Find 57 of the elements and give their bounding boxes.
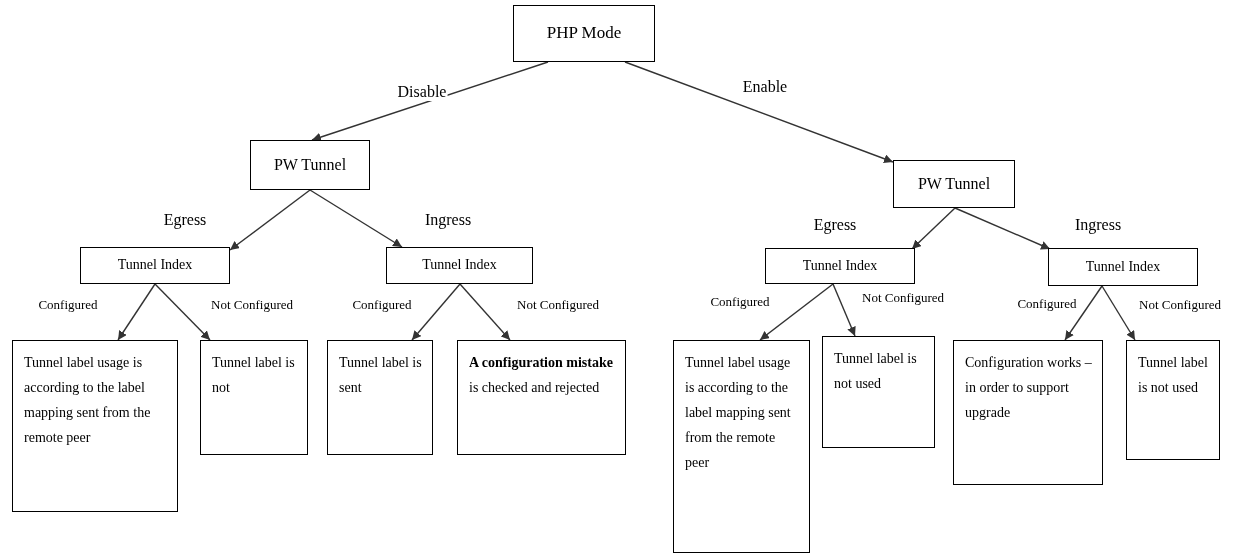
edge-label: Configured <box>37 297 99 313</box>
arrow <box>117 283 156 341</box>
arrow <box>1101 285 1136 341</box>
decision-box <box>1048 248 1198 286</box>
outcome-box <box>822 336 935 448</box>
edge-label: Not Configured <box>861 290 945 306</box>
outcome-box <box>457 340 626 455</box>
node-text: Tunnel Index <box>117 257 193 274</box>
edge-label: Ingress <box>1073 216 1123 234</box>
node-text: PW Tunnel <box>273 155 347 175</box>
edge-label: Not Configured <box>516 297 600 313</box>
arrow <box>229 189 311 251</box>
edge-label: Configured <box>1016 296 1078 312</box>
node-text: Tunnel Index <box>422 257 497 274</box>
arrow <box>154 283 211 341</box>
edge-label: Configured <box>709 294 771 310</box>
edge-label: Egress <box>162 211 208 229</box>
decision-box <box>80 247 230 284</box>
node-text: Tunnel Index <box>802 257 878 275</box>
edge-label: Egress <box>812 216 858 234</box>
arrow <box>759 283 834 341</box>
arrow <box>459 283 511 341</box>
decision-box <box>386 247 533 284</box>
arrow <box>954 207 1051 250</box>
arrow <box>1064 285 1103 341</box>
decision-box <box>893 160 1015 208</box>
node-text: Tunnel label is not <box>212 354 296 397</box>
arrow <box>309 189 403 248</box>
arrow <box>311 61 549 142</box>
arrow <box>624 61 894 164</box>
outcome-box <box>953 340 1103 485</box>
node-text: A configuration mistake is checked and rejected <box>469 354 614 397</box>
outcome-box <box>673 340 810 553</box>
node-text: Tunnel label usage is according to the label mapping sent from the remote peer <box>685 354 792 472</box>
node-text: PHP Mode <box>546 23 622 44</box>
outcome-box <box>1126 340 1220 460</box>
outcome-box <box>327 340 433 455</box>
decision-box <box>250 140 370 190</box>
node-text: Tunnel label is not used <box>1138 354 1209 397</box>
arrow <box>411 283 461 341</box>
decision-box <box>765 248 915 284</box>
node-text: Tunnel label is not used <box>834 350 918 393</box>
outcome-box <box>200 340 308 455</box>
node-text: Tunnel Index <box>1085 258 1161 276</box>
edge-label: Not Configured <box>1138 297 1222 313</box>
arrow <box>911 207 956 250</box>
decision-box <box>513 5 655 62</box>
edge-label: Ingress <box>423 211 473 229</box>
node-text: Tunnel label is sent <box>339 354 423 397</box>
edge-label: Configured <box>351 297 413 313</box>
node-text: PW Tunnel <box>917 174 991 194</box>
node-text: Tunnel label usage is according to the label mapping sent from the remote peer <box>24 354 152 447</box>
edge-label: Disable <box>396 83 448 101</box>
node-text: Configuration works – in order to support upgrade <box>965 354 1093 422</box>
edge-label: Not Configured <box>210 297 294 313</box>
arrow <box>832 283 856 337</box>
outcome-box <box>12 340 178 512</box>
